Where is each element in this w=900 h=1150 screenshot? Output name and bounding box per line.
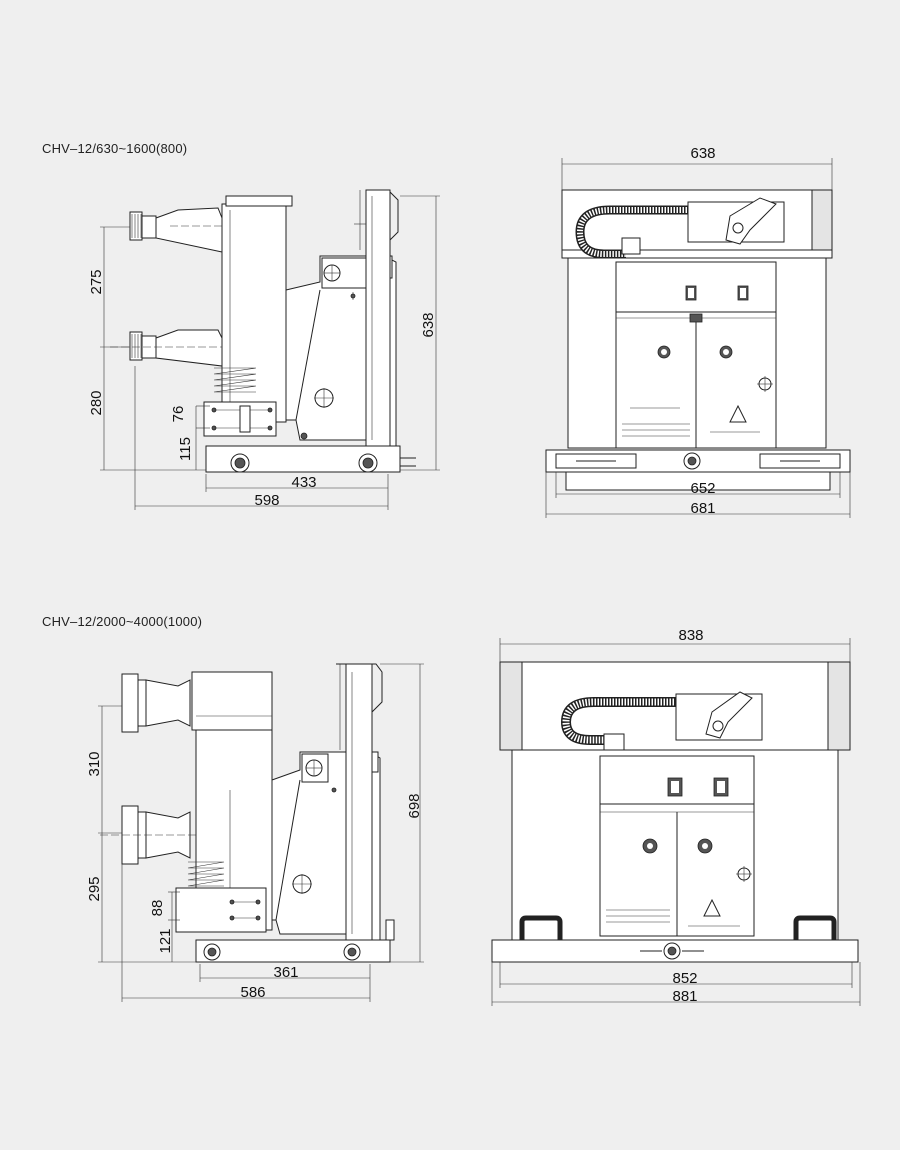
- dim-881: 881: [672, 988, 697, 1005]
- dim-838: 838: [678, 627, 703, 644]
- dim-433: 433: [291, 474, 316, 491]
- dim-88: 88: [149, 900, 166, 917]
- dim-310: 310: [86, 751, 103, 776]
- side-view-1: 275 280 638 76 115 433 598: [88, 189, 440, 510]
- dim-121: 121: [157, 928, 174, 953]
- dim-280: 280: [88, 390, 105, 415]
- dim-76: 76: [170, 406, 187, 423]
- drawing-1-title: CHV‒12/630~1600(800): [42, 141, 188, 156]
- front-view-2: 838 852 881: [491, 627, 861, 1006]
- dim-638-side: 638: [420, 312, 437, 337]
- dim-852: 852: [672, 970, 697, 987]
- front-view-1: 638 652 681: [545, 145, 851, 518]
- dim-115: 115: [177, 437, 194, 461]
- dim-586: 586: [240, 984, 265, 1001]
- dim-698: 698: [406, 793, 423, 818]
- dim-681: 681: [690, 500, 715, 517]
- drawing-2-title: CHV‒12/2000~4000(1000): [42, 614, 203, 629]
- dim-295: 295: [86, 876, 103, 901]
- dim-598: 598: [254, 492, 279, 509]
- dim-275: 275: [88, 269, 105, 294]
- dim-638-front: 638: [690, 145, 715, 162]
- side-view-2: 310 295 698 88 121 361 586: [86, 663, 424, 1002]
- dim-652: 652: [690, 480, 715, 497]
- dim-361: 361: [273, 964, 298, 981]
